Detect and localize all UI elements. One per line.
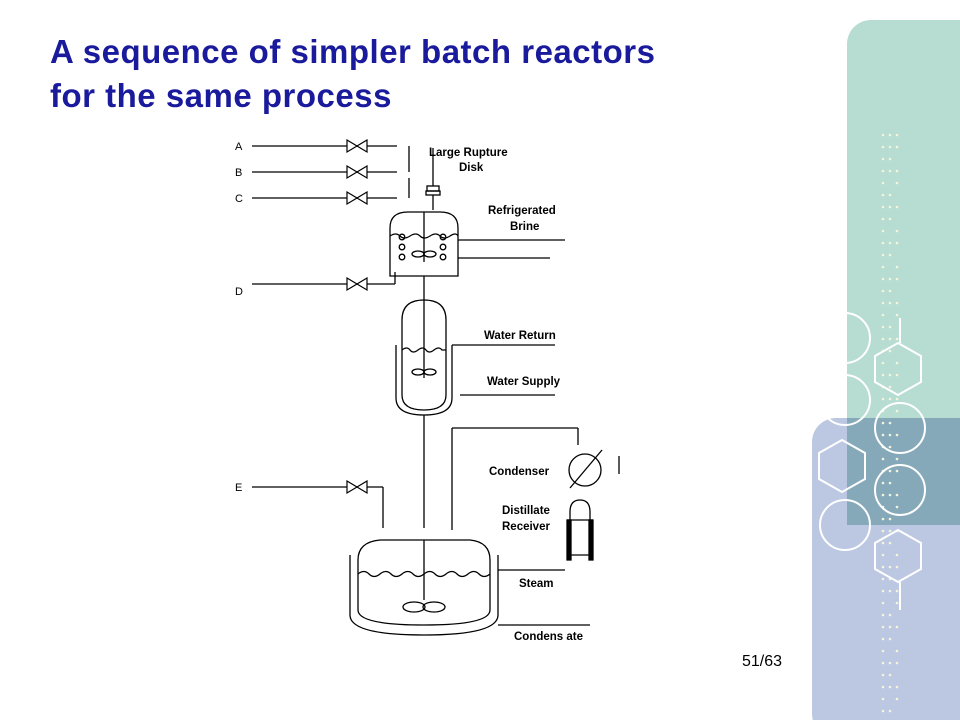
label-receiver-1: Distillate <box>502 505 550 517</box>
label-condenser: Condenser <box>489 466 550 478</box>
title-line-2: for the same process <box>50 77 392 114</box>
bottom-reactor <box>349 539 590 636</box>
valve-e <box>346 480 368 494</box>
title-line-1: A sequence of simpler batch reactors <box>50 33 656 70</box>
label-condensate: Condens ate <box>514 631 583 643</box>
label-brine-2: Brine <box>510 221 539 233</box>
slide-title: A sequence of simpler batch reactors for… <box>50 30 830 118</box>
valve-c <box>346 191 368 205</box>
valve-d <box>346 277 368 291</box>
teal-panel <box>847 20 960 525</box>
feed-label-a: A <box>235 141 243 153</box>
distillate-receiver-symbol <box>566 499 594 561</box>
valve-b <box>346 165 368 179</box>
outline-shapes <box>818 312 926 610</box>
feed-label-e: E <box>235 482 242 494</box>
top-reactor <box>389 148 565 300</box>
label-steam: Steam <box>519 578 554 590</box>
middle-reactor <box>395 299 555 528</box>
label-brine-1: Refrigerated <box>488 205 556 217</box>
feed-label-d: D <box>235 286 243 298</box>
label-water-return: Water Return <box>484 330 556 342</box>
label-receiver-2: Receiver <box>502 521 550 533</box>
feed-label-b: B <box>235 167 242 179</box>
label-rupture-disk-2: Disk <box>459 162 484 174</box>
label-water-supply: Water Supply <box>487 376 561 388</box>
condenser-symbol <box>568 449 620 489</box>
page-number: 51/63 <box>742 653 783 670</box>
valve-a <box>346 139 368 153</box>
label-rupture-disk-1: Large Rupture <box>429 147 508 159</box>
feed-label-c: C <box>235 193 243 205</box>
